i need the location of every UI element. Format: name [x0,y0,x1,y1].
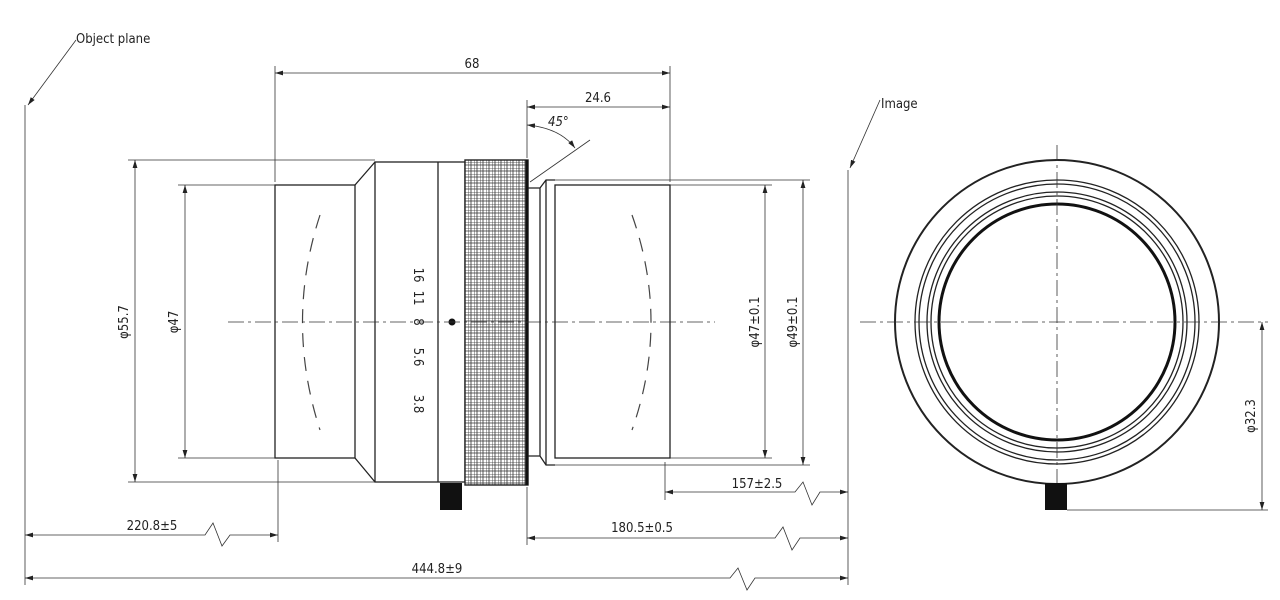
svg-text:φ55.7: φ55.7 [117,305,132,339]
svg-text:157±2.5: 157±2.5 [732,477,783,492]
dimension-24-6: 24.6 [526,91,670,158]
aperture-11: 11 [410,291,425,306]
svg-text:68: 68 [465,57,480,72]
dimension-45-degree: 45° [526,115,591,183]
object-plane-label: Object plane [76,32,150,47]
svg-text:180.5±0.5: 180.5±0.5 [611,521,673,536]
svg-text:φ47±0.1: φ47±0.1 [748,297,763,348]
lens-rear-view [860,145,1268,510]
aperture-16: 16 [410,268,425,283]
dimension-phi-55-7: φ55.7 [117,159,375,483]
aperture-3-8: 3.8 [410,395,425,414]
svg-text:φ49±0.1: φ49±0.1 [786,297,801,348]
lens-side-view: 16 11 8 5.6 3.8 [228,159,715,510]
dimension-220-8: 220.8±5 [25,460,279,547]
object-plane: Object plane [24,32,150,585]
lock-screw-rear [1045,483,1067,510]
dimension-157: 157±2.5 [664,462,848,506]
svg-text:φ47: φ47 [167,311,182,334]
dimension-phi-49-rear: φ49±0.1 [555,179,810,466]
svg-text:φ32.3: φ32.3 [1244,399,1259,433]
dimension-phi-47-rear: φ47±0.1 [670,184,772,459]
lock-screw [440,483,462,510]
svg-text:45°: 45° [548,115,569,130]
dimension-phi-47: φ47 [167,184,275,459]
aperture-8: 8 [410,318,425,325]
dimension-68: 68 [274,57,671,182]
image-plane: Image [847,97,918,585]
image-label: Image [881,97,918,112]
dimension-180-5: 180.5±0.5 [526,487,848,551]
svg-text:444.8±9: 444.8±9 [412,562,463,577]
focus-ring [464,159,529,486]
aperture-5-6: 5.6 [410,348,425,367]
svg-text:220.8±5: 220.8±5 [127,519,178,534]
dimension-444-8: 444.8±9 [25,562,848,591]
dimension-phi-32-3: φ32.3 [1067,322,1268,511]
svg-text:24.6: 24.6 [585,91,611,106]
